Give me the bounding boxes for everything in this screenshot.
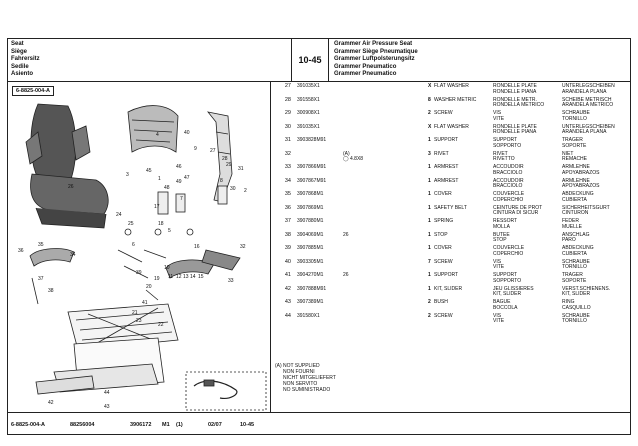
footer-num1: 88256004	[70, 422, 95, 428]
title-de: Fahrersitz	[11, 56, 40, 63]
svg-text:43: 43	[104, 404, 110, 410]
title-en: Seat	[11, 41, 24, 47]
footer-page-marker: (1)	[176, 422, 183, 428]
svg-text:38: 38	[48, 288, 54, 294]
svg-text:13: 13	[183, 274, 189, 280]
svg-text:32: 32	[240, 244, 246, 250]
svg-text:29: 29	[226, 162, 232, 168]
svg-text:19: 19	[154, 276, 160, 282]
svg-text:46: 46	[176, 164, 182, 170]
svg-text:7: 7	[180, 196, 183, 202]
footer-date: 02/07	[208, 422, 222, 428]
svg-text:5: 5	[168, 228, 171, 234]
header-product-languages: Grammer Air Pressure Seat Grammer Siège …	[334, 41, 418, 79]
product-it: Grammer Pneumatico	[334, 63, 397, 70]
svg-text:20: 20	[146, 284, 152, 290]
svg-text:30: 30	[230, 186, 236, 192]
svg-text:11: 11	[168, 274, 173, 280]
not-supplied-footnote: (A) NOT SUPPLIED NON FOURNI NICHT MITGEL…	[275, 363, 336, 393]
svg-text:15: 15	[198, 274, 204, 280]
footer-ref: 6-8825-004-A	[11, 422, 45, 428]
svg-text:17: 17	[154, 204, 160, 210]
svg-text:18: 18	[158, 221, 164, 227]
product-es: Grammer Pneumatico	[334, 71, 397, 78]
svg-text:10: 10	[164, 265, 170, 271]
svg-text:3: 3	[126, 172, 129, 178]
diagram-tag: 6-8825-004-A	[12, 86, 54, 96]
title-fr: Siège	[11, 48, 28, 55]
rivet-flag: (A)	[343, 150, 350, 157]
svg-text:16: 16	[194, 244, 200, 250]
svg-text:39: 39	[136, 270, 142, 276]
svg-text:24: 24	[116, 212, 122, 218]
parts-row: 30 391035X1 X FLAT WASHER RONDELLE PLATE…	[284, 123, 615, 136]
svg-text:9: 9	[194, 146, 197, 152]
parts-list: 27 391035X1 X FLAT WASHER RONDELLE PLATE…	[271, 82, 632, 412]
title-es: Asiento	[11, 71, 34, 78]
svg-text:45: 45	[146, 168, 152, 174]
svg-text:26: 26	[68, 184, 74, 190]
sheet-footer: 6-8825-004-A 88256004 3906172 M1 (1) 02/…	[8, 412, 630, 435]
svg-text:42: 42	[48, 400, 54, 406]
svg-text:1: 1	[158, 176, 161, 182]
svg-text:22: 22	[158, 322, 164, 328]
svg-text:34: 34	[70, 252, 76, 258]
svg-text:27: 27	[210, 148, 216, 154]
parts-row: 42 3907888M91 1 KIT, SLIDER JEU GLISSIER…	[284, 285, 611, 298]
svg-text:41: 41	[142, 300, 148, 306]
footer-model: M1	[162, 422, 170, 428]
title-it: Sedile	[11, 63, 29, 70]
svg-text:21: 21	[132, 310, 138, 316]
svg-text:47: 47	[184, 175, 190, 181]
seat-exploded-drawing: 4 40 45 46 47 48 49 24 25 10 11 12 13 14…	[18, 103, 267, 411]
footer-num2: 3906172	[130, 422, 152, 428]
svg-text:48: 48	[164, 185, 170, 191]
product-en: Grammer Air Pressure Seat	[334, 41, 413, 47]
svg-text:6: 6	[132, 242, 135, 248]
parts-row: 36 3907869M1 1 SAFETY BELT CEINTURE DE P…	[284, 204, 610, 217]
svg-text:8: 8	[220, 178, 223, 184]
section-code: 10-45	[291, 39, 329, 81]
product-de: Grammer Luftpolsterungsitz	[334, 56, 415, 63]
svg-text:31: 31	[238, 166, 244, 172]
svg-text:12: 12	[176, 274, 182, 280]
svg-text:37: 37	[38, 276, 44, 282]
svg-text:36: 36	[18, 248, 24, 254]
rivet-icon: ◯	[343, 156, 350, 163]
parts-catalog-sheet: Seat Siège Fahrersitz Sedile Asiento 10-…	[7, 38, 631, 435]
svg-text:4: 4	[156, 132, 159, 138]
svg-text:14: 14	[190, 274, 196, 280]
sheet-header: Seat Siège Fahrersitz Sedile Asiento 10-…	[8, 39, 630, 82]
svg-text:28: 28	[222, 156, 228, 162]
svg-text:33: 33	[228, 278, 234, 284]
parts-row: 27 391035X1 X FLAT WASHER RONDELLE PLATE…	[284, 83, 615, 95]
product-fr: Grammer Siège Pneumatique	[334, 48, 418, 55]
svg-text:25: 25	[128, 221, 134, 227]
parts-row: 28 391558X1 8 WASHER METRIC RONDELLE MET…	[284, 96, 614, 109]
svg-text:44: 44	[104, 390, 110, 396]
header-title-languages: Seat Siège Fahrersitz Sedile Asiento	[11, 41, 40, 79]
exploded-diagram: 6-8825-004-A	[8, 82, 271, 412]
svg-text:23: 23	[136, 318, 142, 324]
svg-text:2: 2	[244, 188, 247, 194]
footer-section: 10-45	[240, 422, 255, 428]
svg-text:49: 49	[176, 179, 182, 185]
svg-text:35: 35	[38, 242, 44, 248]
svg-text:40: 40	[184, 130, 190, 136]
